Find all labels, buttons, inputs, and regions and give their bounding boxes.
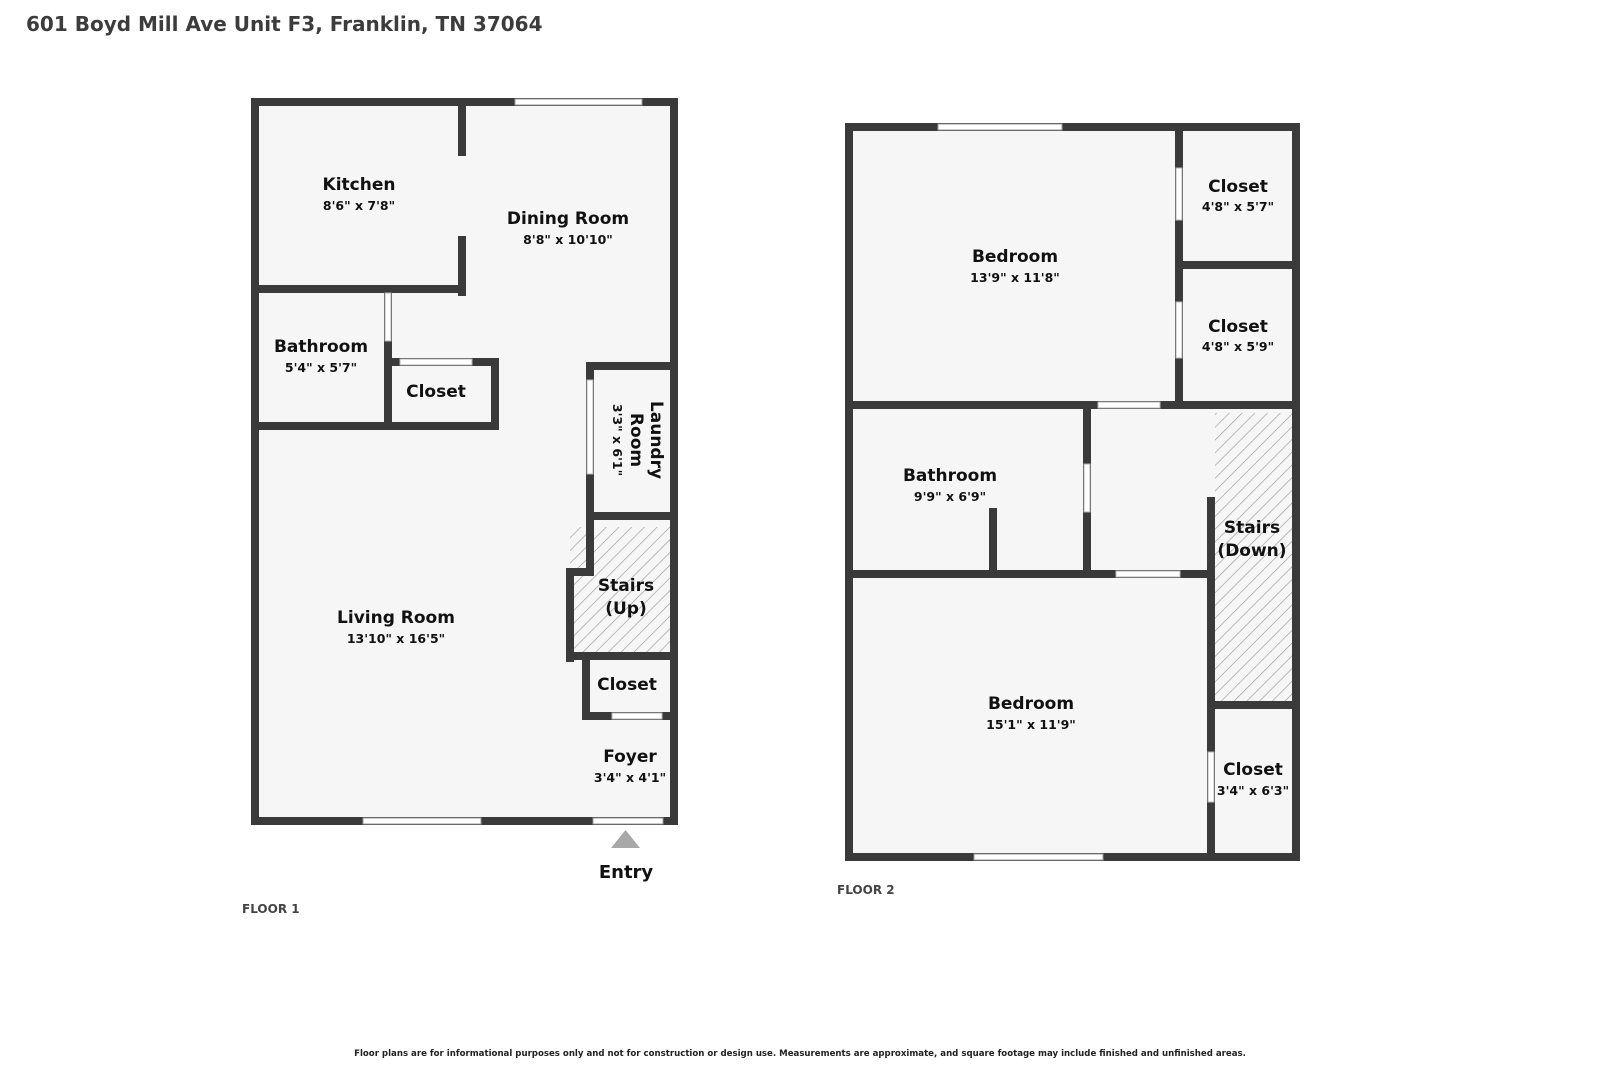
floor-1-plan [251,98,678,848]
room-dims-bedroom-2a: 13'9" x 11'8" [970,270,1060,285]
room-dims-closet-2c: 3'4" x 6'3" [1217,783,1289,798]
room-name-stairs-up-line1: Stairs [598,576,654,596]
room-name-stairs-up-line2: (Up) [605,599,647,619]
room-dims-closet-2b: 4'8" x 5'9" [1202,339,1274,354]
room-name-laundry-line1: Laundry [646,401,666,479]
disclaimer-text: Floor plans are for informational purpos… [354,1049,1246,1059]
room-name-closet-2a: Closet [1208,177,1268,197]
entry-label: Entry [599,862,654,883]
room-dims-laundry: 3'3" x 6'1" [610,404,625,476]
floor-1-label: FLOOR 1 [242,902,300,916]
room-name-bedroom-2b: Bedroom [988,694,1074,714]
room-dims-bathroom-2: 9'9" x 6'9" [914,489,986,504]
room-name-bathroom-2: Bathroom [903,466,997,486]
room-name-stairs-down-line2: (Down) [1217,541,1286,561]
room-name-bathroom-1: Bathroom [274,337,368,357]
stairs-down-hatch [1215,413,1293,701]
room-name-closet-2b: Closet [1208,317,1268,337]
room-dims-bedroom-2b: 15'1" x 11'9" [986,717,1076,732]
room-name-kitchen: Kitchen [323,175,396,195]
room-dims-living-room: 13'10" x 16'5" [347,631,445,646]
room-dims-kitchen: 8'6" x 7'8" [323,198,395,213]
room-name-closet-1a: Closet [406,382,466,402]
room-name-stairs-down-line1: Stairs [1224,518,1280,538]
room-name-dining-room: Dining Room [507,209,629,229]
room-dims-bathroom-1: 5'4" x 5'7" [285,360,357,375]
floor-2-plan [845,123,1300,861]
room-dims-dining-room: 8'8" x 10'10" [523,232,613,247]
room-name-living-room: Living Room [337,608,455,628]
floor-2-label: FLOOR 2 [837,883,895,897]
floor-2-windows [937,123,1215,861]
room-name-laundry-line2: Room [626,413,646,467]
page-title: 601 Boyd Mill Ave Unit F3, Franklin, TN … [26,12,543,36]
room-name-closet-2c: Closet [1223,760,1283,780]
room-name-closet-1b: Closet [597,675,657,695]
entry-arrow-icon [611,830,640,848]
room-dims-closet-2a: 4'8" x 5'7" [1202,199,1274,214]
room-name-foyer: Foyer [603,747,657,767]
room-dims-foyer: 3'4" x 4'1" [594,770,666,785]
room-name-bedroom-2a: Bedroom [972,247,1058,267]
floor-1-area [254,103,673,821]
floor-1-windows [362,98,664,825]
